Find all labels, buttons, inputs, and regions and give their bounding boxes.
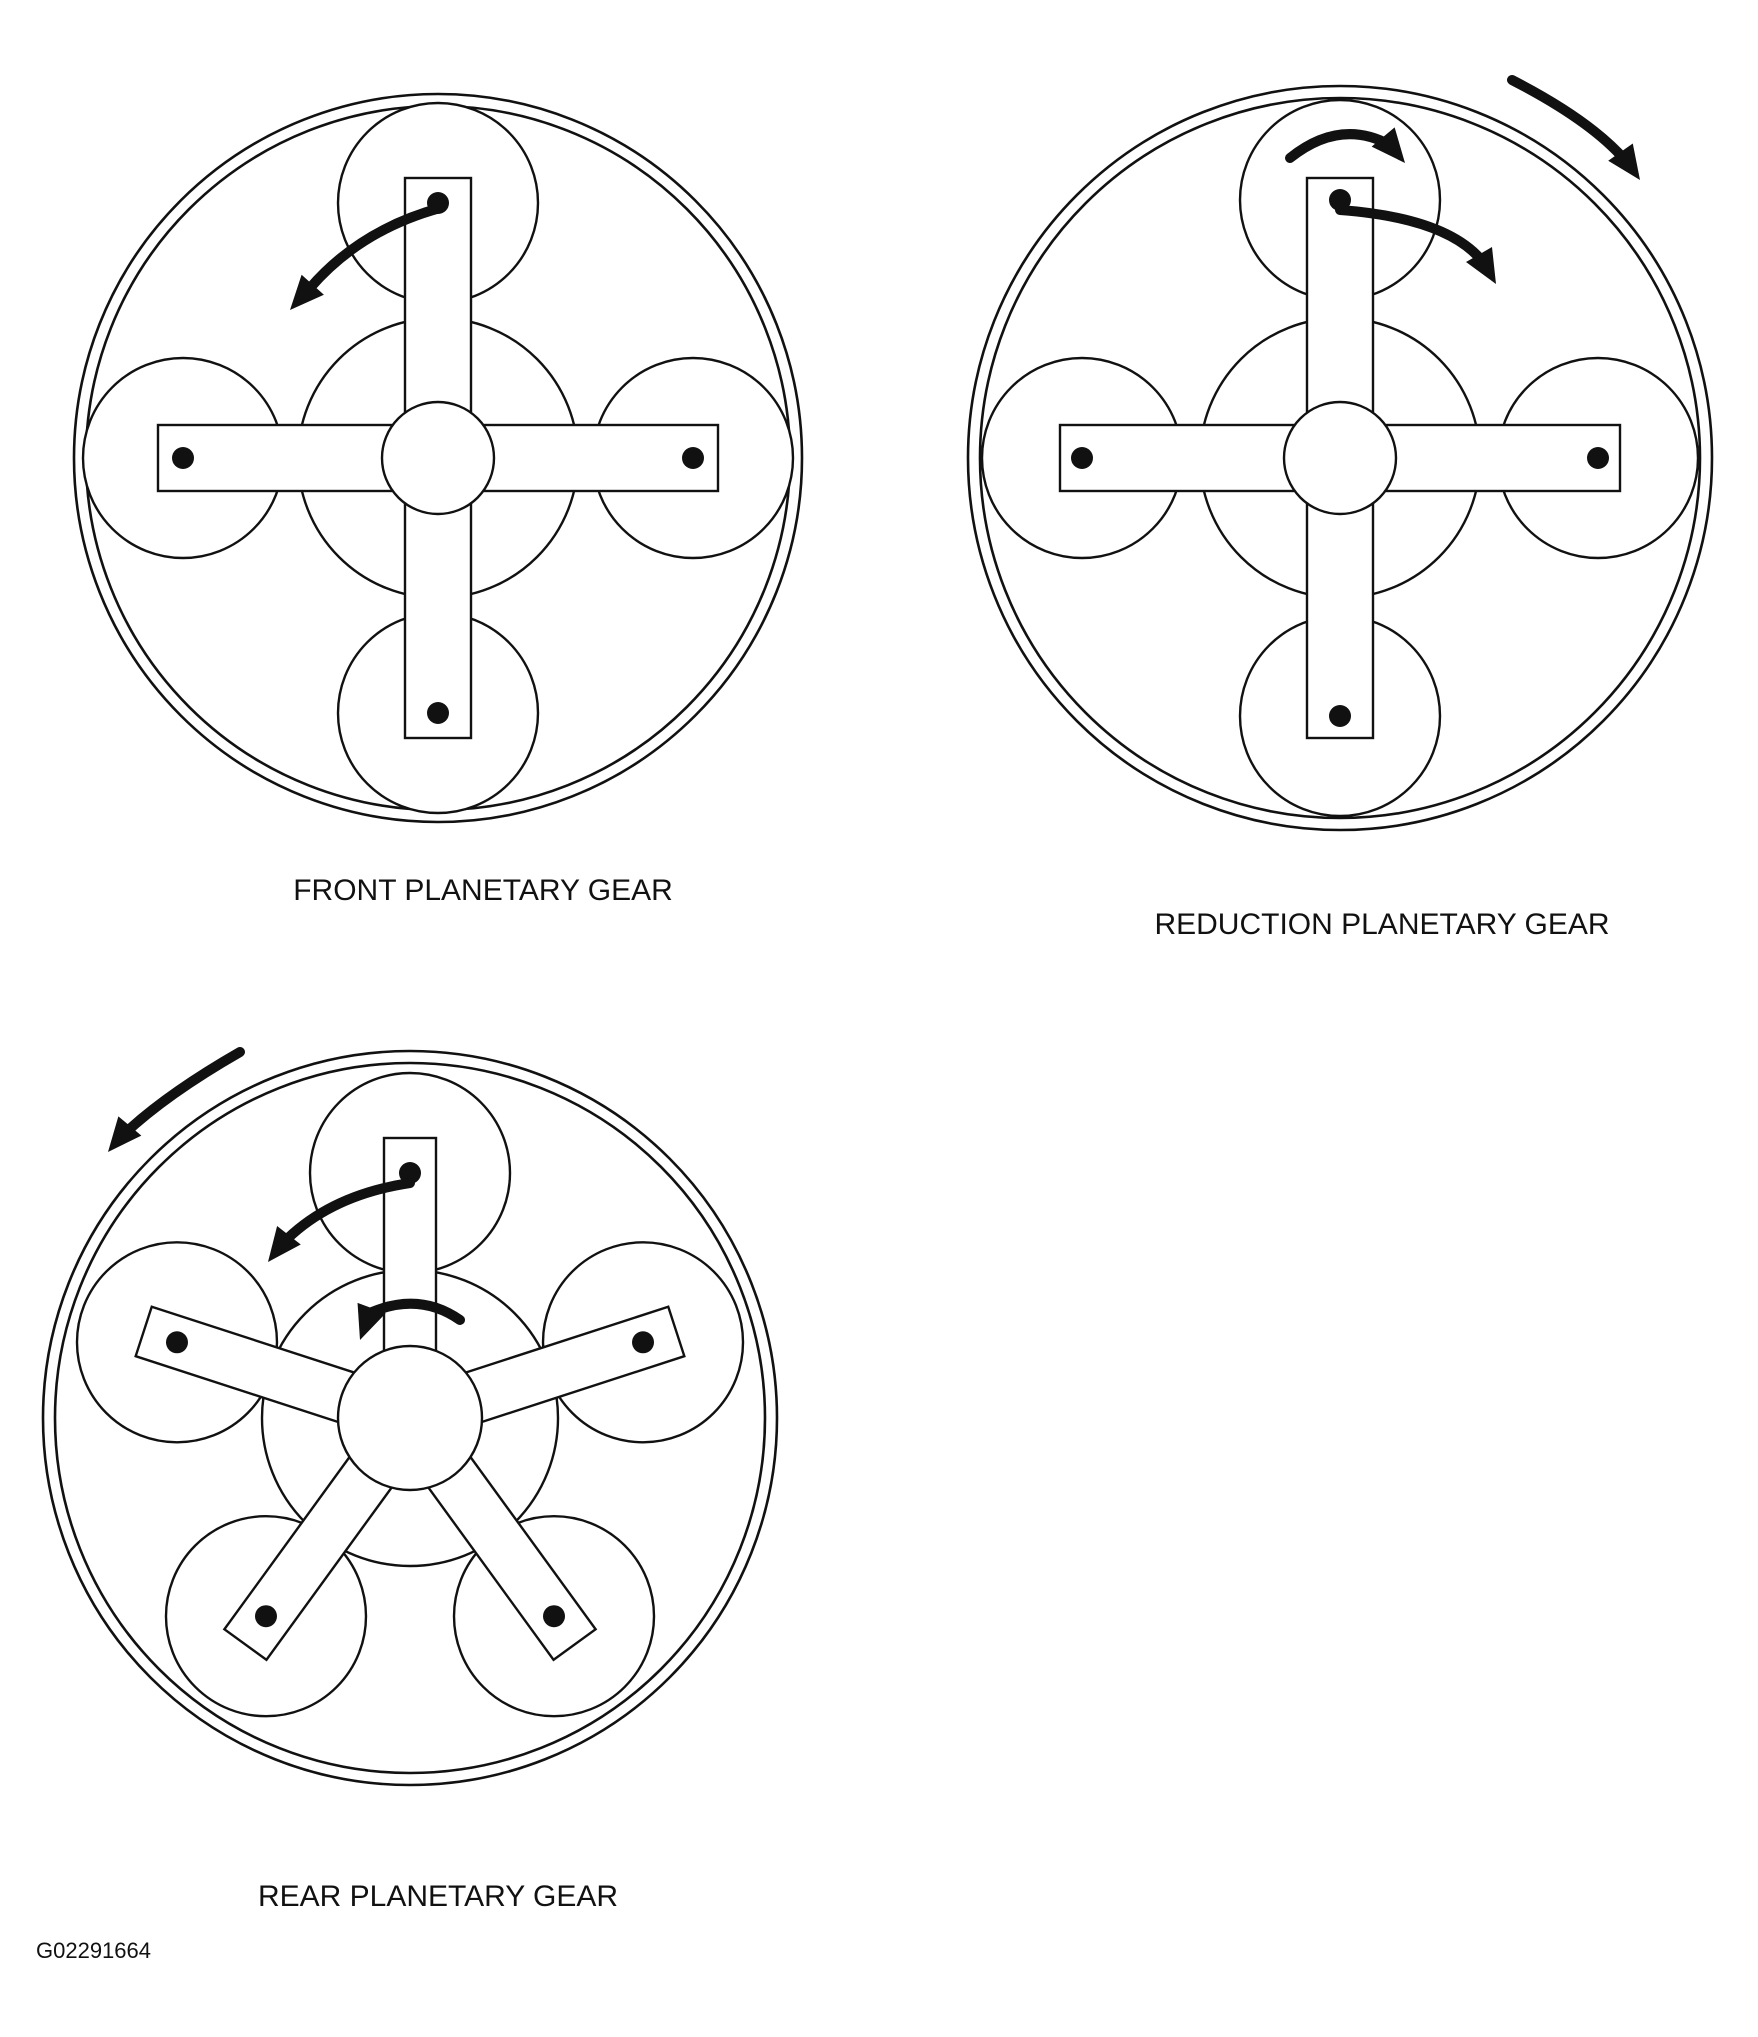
- reduction-planetary-gear-caption: REDUCTION PLANETARY GEAR: [1154, 908, 1610, 941]
- rear-planet-pin-1: [399, 1162, 421, 1184]
- rear-carrier-rotation-arrow: [278, 1178, 415, 1248]
- rear-sun-rotation-arrow-head: [357, 1302, 386, 1340]
- reduction-ring-gear-inner: [978, 96, 1702, 820]
- rear-planetary-gear-caption: REAR PLANETARY GEAR: [257, 1880, 619, 1913]
- rear-planet-pin-5: [165, 1331, 188, 1354]
- front-carrier-rotation-arrow-head: [290, 274, 324, 310]
- front-carrier-hub: [380, 400, 496, 516]
- front-ring-gear-outer: [72, 92, 804, 824]
- rear-planet-pin-2: [632, 1331, 655, 1354]
- reduction-carrier-rotation-arrow: [1335, 205, 1488, 267]
- rear-ring-gear-outer: [41, 1049, 779, 1787]
- rear-carrier-rotation-arrow-head: [268, 1225, 301, 1262]
- front-planetary-gear-caption: FRONT PLANETARY GEAR: [293, 874, 673, 907]
- rear-sun-rotation-arrow: [367, 1298, 465, 1325]
- reduction-planet-pin-3: [1071, 447, 1093, 469]
- reduction-ring-rotation-arrow: [1507, 75, 1630, 165]
- front-planet-pin-1: [682, 447, 704, 469]
- rear-ring-rotation-arrow: [117, 1047, 245, 1141]
- reduction-planet-pin-1: [1587, 447, 1609, 469]
- rear-planet-pin-4: [254, 1605, 277, 1628]
- reduction-ring-gear-outer: [966, 84, 1714, 832]
- reduction-carrier-rotation-arrow-head: [1466, 247, 1496, 284]
- front-carrier-rotation-arrow: [305, 203, 445, 293]
- front-planet-pin-3: [172, 447, 194, 469]
- reduction-carrier-hub: [1282, 400, 1398, 516]
- rear-ring-gear-inner: [53, 1061, 767, 1775]
- front-planet-pin-2: [427, 702, 449, 724]
- rear-ring-rotation-arrow-head: [108, 1116, 142, 1152]
- rear-planet-pin-3: [543, 1605, 566, 1628]
- rear-carrier-hub: [336, 1344, 484, 1492]
- reduction-ring-rotation-arrow-head: [1608, 143, 1640, 180]
- figure-id-label: G02291664: [36, 1938, 151, 1963]
- reduction-planet-rotation-arrow-head: [1371, 127, 1405, 163]
- reduction-planet-pin-2: [1329, 705, 1351, 727]
